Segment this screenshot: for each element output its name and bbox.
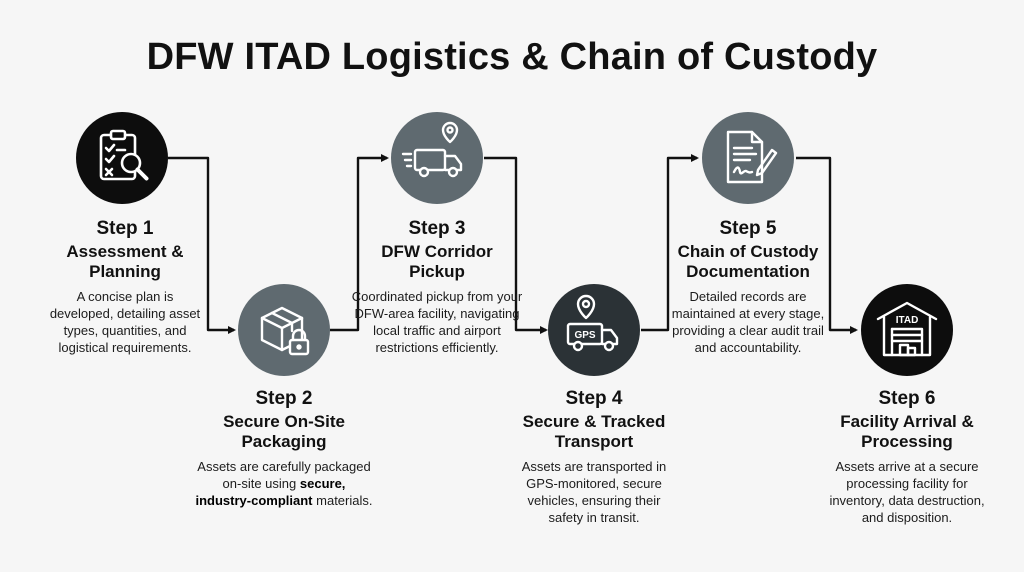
itad-label: ITAD	[896, 315, 919, 326]
step-3-number: Step 3	[408, 218, 466, 239]
step-6-number: Step 6	[878, 388, 936, 409]
itad-warehouse-icon: ITAD	[876, 301, 938, 357]
step-5-description: Detailed records are maintained at every…	[671, 289, 825, 355]
step-6-title: Facility Arrival & Processing	[840, 412, 974, 451]
step-2-description-start: Assets are carefully packaged on-site us…	[197, 459, 371, 491]
gps-label: GPS	[574, 330, 595, 341]
step-4-number: Step 4	[565, 388, 623, 409]
step-2-number: Step 2	[255, 388, 313, 409]
page-title: DFW ITAD Logistics & Chain of Custody	[146, 36, 878, 78]
step-1-description: A concise plan is developed, detailing a…	[49, 289, 201, 355]
step-5-text: Step 5 Chain of Custody Documentation De…	[653, 218, 843, 356]
step-4-icon-circle: GPS	[548, 284, 640, 376]
step-6-icon-circle: ITAD	[861, 284, 953, 376]
connector-3-4	[484, 156, 548, 334]
connector-4-5	[641, 154, 699, 332]
step-6-text: Step 6 Facility Arrival & Processing Ass…	[812, 388, 1002, 526]
step-2-description-end: materials.	[316, 493, 373, 508]
step-2-title: Secure On-Site Packaging	[223, 412, 345, 451]
step-3-description: Coordinated pickup from your DFW-area fa…	[351, 289, 523, 355]
step-2-description: Assets are carefully packaged on-site us…	[194, 458, 374, 509]
step-3-title: DFW Corridor Pickup	[381, 242, 493, 281]
step-6-description: Assets arrive at a secure processing fac…	[829, 459, 985, 525]
connector-1-2	[168, 156, 236, 334]
step-5-number: Step 5	[719, 218, 777, 239]
step-5-title: Chain of Custody Documentation	[677, 242, 819, 281]
step-4-text: Step 4 Secure & Tracked Transport Assets…	[499, 388, 689, 526]
step-2-icon-circle	[238, 284, 330, 376]
gps-truck-icon: GPS	[566, 294, 619, 352]
step-2-text: Step 2 Secure On-Site Packaging Assets a…	[189, 388, 379, 509]
truck-location-pin-icon	[401, 121, 463, 178]
step-5-icon-circle	[702, 112, 794, 204]
step-3-text: Step 3 DFW Corridor Pickup Coordinated p…	[342, 218, 532, 356]
step-1-icon-circle	[76, 112, 168, 204]
step-4-description: Assets are transported in GPS-monitored,…	[521, 459, 667, 525]
connector-5-6	[796, 156, 858, 334]
step-4-title: Secure & Tracked Transport	[522, 412, 666, 451]
document-signature-icon	[726, 130, 778, 184]
step-1-text: Step 1 Assessment & Planning A concise p…	[30, 218, 220, 356]
step-3-icon-circle	[391, 112, 483, 204]
step-1-title: Assessment & Planning	[66, 242, 184, 281]
package-lock-icon	[260, 306, 310, 356]
step-1-number: Step 1	[96, 218, 154, 239]
clipboard-magnifier-icon	[99, 129, 149, 181]
step-2-description-bold: secure, industry-compliant	[195, 476, 346, 508]
connector-2-3	[330, 154, 389, 332]
